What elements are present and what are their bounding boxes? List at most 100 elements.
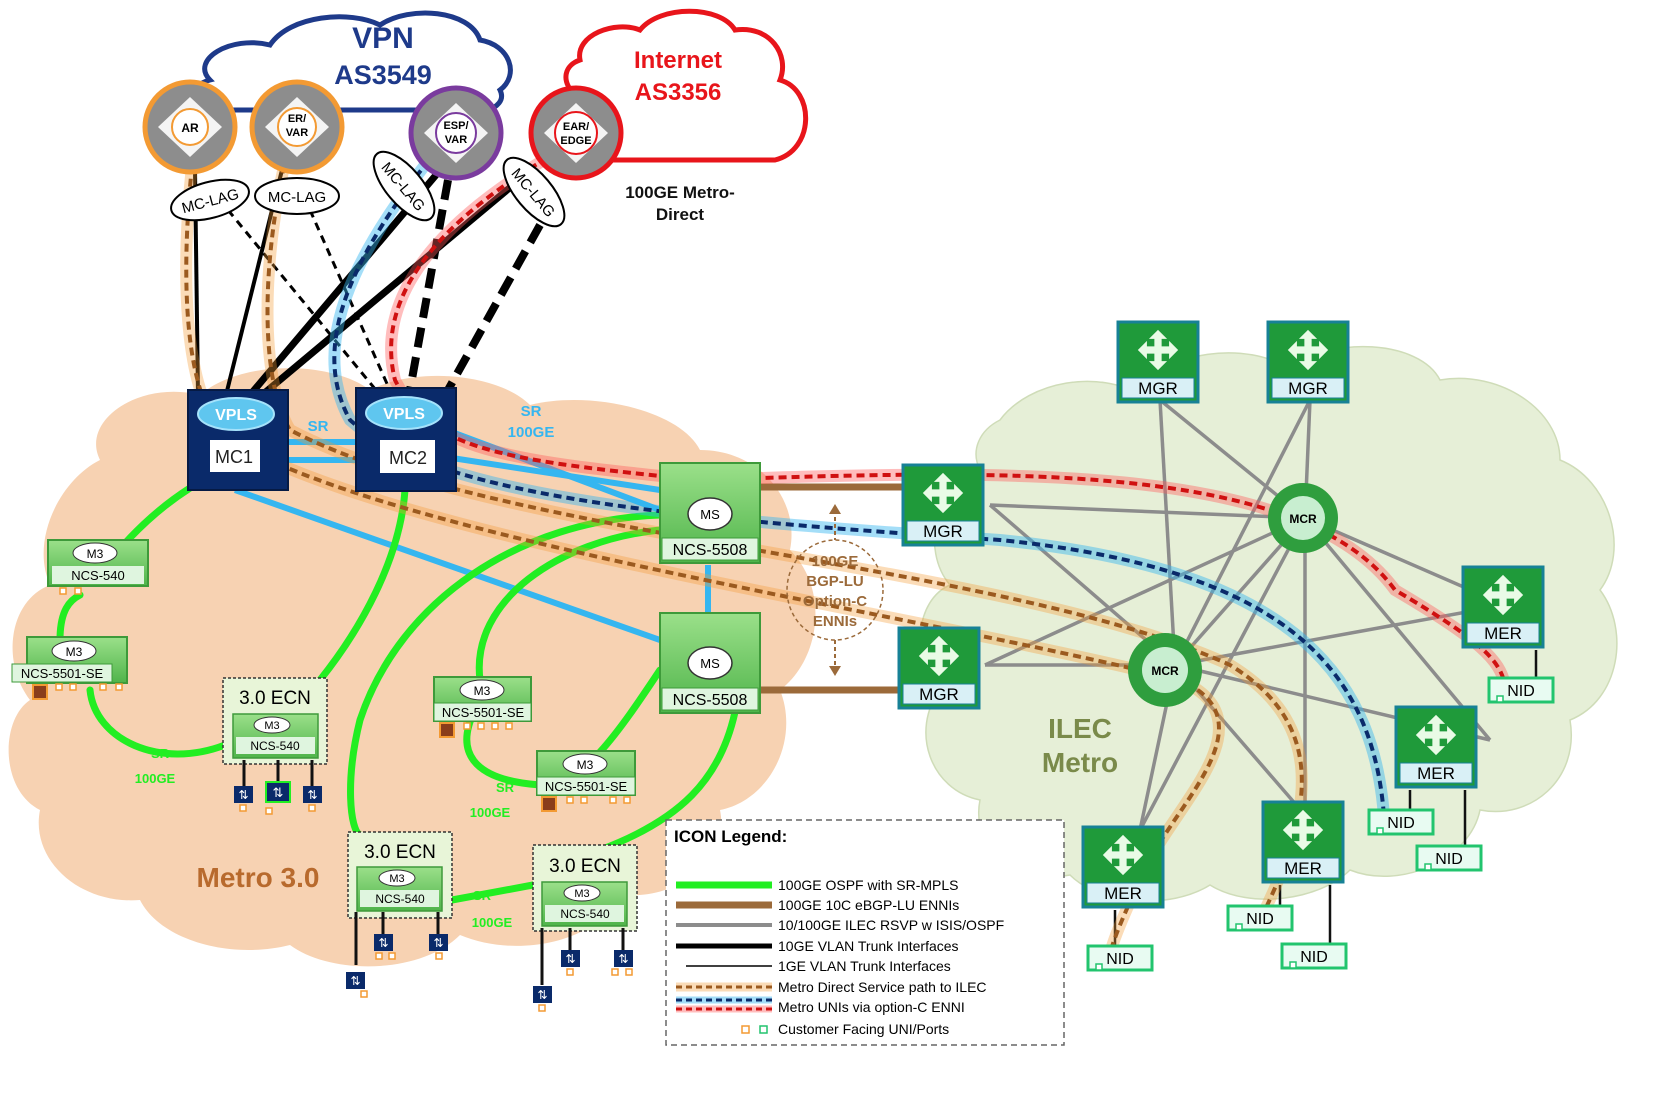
- mer-node-right-top-label: MER: [1484, 624, 1522, 643]
- mgr-node-top-right-label: MGR: [1288, 379, 1328, 398]
- svg-text:Option-C: Option-C: [803, 593, 867, 610]
- router-ar[interactable]: AR: [142, 79, 238, 175]
- svg-text:M3: M3: [264, 720, 279, 732]
- svg-text:3.0 ECN: 3.0 ECN: [364, 842, 436, 863]
- four-arrow-icon: [918, 635, 960, 677]
- legend-item-2: 100GE 10C eBGP-LU ENNIs: [778, 897, 959, 913]
- sr-label-right-2: 100GE: [508, 424, 555, 441]
- legend-swatch-uni-green: [759, 1025, 768, 1034]
- svg-text:⇅: ⇅: [565, 952, 575, 966]
- ilec-label-line1: ILEC: [1048, 713, 1112, 744]
- nid-1[interactable]: NID: [1487, 676, 1555, 704]
- svg-text:⇅: ⇅: [350, 974, 360, 988]
- router-er-label-2: VAR: [286, 127, 308, 139]
- ecn-1[interactable]: 3.0 ECN M3 NCS-540: [222, 677, 328, 765]
- node-ncs5501se-mid[interactable]: M3 NCS-5501-SE: [433, 676, 532, 738]
- sr-links: [234, 429, 711, 643]
- uni-port-icon: ⇅: [533, 986, 552, 1012]
- mer-node-right-mid-label: MER: [1417, 764, 1455, 783]
- svg-text:M3: M3: [577, 758, 594, 772]
- four-arrow-icon: [922, 472, 964, 514]
- svg-text:NCS-5501-SE: NCS-5501-SE: [545, 779, 628, 794]
- uni-port-icon: ⇅: [429, 934, 448, 960]
- uni-port-icon: ⇅: [561, 950, 580, 976]
- mc2-switch[interactable]: VPLS MC2: [355, 387, 457, 492]
- node-ncs540-left[interactable]: M3 NCS-540: [47, 539, 149, 595]
- ecn-3[interactable]: 3.0 ECN M3 NCS-540: [532, 844, 638, 932]
- mgr-node-upper[interactable]: MGR: [901, 463, 985, 547]
- svg-text:MC-LAG: MC-LAG: [268, 189, 326, 206]
- mgr-node-lower[interactable]: MGR: [897, 626, 981, 710]
- mer-node-right-mid[interactable]: MER: [1394, 705, 1478, 789]
- ge-label-b: 100GE: [470, 805, 511, 820]
- internet-as: AS3356: [635, 79, 722, 106]
- internet-title: Internet: [634, 47, 722, 74]
- mc1-vpls: VPLS: [215, 407, 257, 424]
- four-arrow-icon: [1282, 809, 1324, 851]
- ecn-1-trunks: [242, 760, 314, 787]
- router-er-var[interactable]: ER/ VAR: [249, 79, 345, 175]
- router-ear-label-2: EDGE: [560, 135, 591, 147]
- nid-2-label: NID: [1387, 815, 1415, 832]
- ncs5508-bottom[interactable]: MS NCS-5508: [659, 612, 761, 714]
- nid-2[interactable]: NID: [1367, 808, 1435, 836]
- ecn-3-trunks: [540, 928, 625, 985]
- ge-label-c: 100GE: [472, 915, 513, 930]
- uni-port-icon: ⇅: [303, 786, 322, 812]
- mcr-top[interactable]: MCR: [1268, 483, 1338, 553]
- svg-text:100GE: 100GE: [812, 553, 859, 570]
- router-er-label-1: ER/: [288, 113, 306, 125]
- sr-label-a: SR: [151, 746, 170, 761]
- ncs5508-top[interactable]: MS NCS-5508: [659, 462, 761, 564]
- vpn-as: AS3549: [334, 60, 432, 90]
- svg-text:ENNIs: ENNIs: [813, 613, 857, 630]
- ncs5508-top-ms: MS: [700, 507, 720, 522]
- svg-text:M3: M3: [474, 684, 491, 698]
- legend-item-3: 10/100GE ILEC RSVP w ISIS/OSPF: [778, 917, 1004, 933]
- node-ncs5501se-right[interactable]: M3 NCS-5501-SE: [536, 750, 636, 812]
- nid-5[interactable]: NID: [1280, 942, 1348, 970]
- mcr-top-label: MCR: [1289, 512, 1317, 526]
- mc1-switch[interactable]: VPLS MC1: [187, 389, 289, 491]
- mer-node-bottom-left[interactable]: MER: [1081, 825, 1165, 909]
- svg-text:M3: M3: [389, 873, 404, 885]
- router-esp-var[interactable]: ESP/ VAR: [408, 85, 504, 181]
- svg-text:⇅: ⇅: [618, 952, 628, 966]
- nid-3[interactable]: NID: [1415, 844, 1483, 872]
- mer-node-bottom-left-label: MER: [1104, 884, 1142, 903]
- ecn-2[interactable]: 3.0 ECN M3 NCS-540: [347, 831, 453, 919]
- uni-port-icon: ⇅: [611, 950, 633, 976]
- nid-5-label: NID: [1300, 949, 1328, 966]
- four-arrow-icon: [1102, 834, 1144, 876]
- mgr-node-top-right[interactable]: MGR: [1266, 320, 1350, 404]
- nid-6[interactable]: NID: [1086, 944, 1154, 972]
- four-arrow-icon: [1287, 329, 1329, 371]
- four-arrow-icon: [1137, 329, 1179, 371]
- svg-text:3.0 ECN: 3.0 ECN: [239, 688, 311, 709]
- router-esp-label-1: ESP/: [443, 120, 468, 132]
- legend-title: ICON Legend:: [674, 827, 787, 846]
- nid-3-label: NID: [1435, 851, 1463, 868]
- nid-6-label: NID: [1106, 951, 1134, 968]
- mer-node-bottom-mid[interactable]: MER: [1261, 800, 1345, 884]
- legend-item-8: Customer Facing UNI/Ports: [778, 1021, 949, 1037]
- svg-text:⇅: ⇅: [307, 788, 317, 802]
- mer-node-bottom-mid-label: MER: [1284, 859, 1322, 878]
- node-ncs5501se-left[interactable]: M3 NCS-5501-SE: [11, 636, 128, 700]
- svg-text:⇅: ⇅: [378, 936, 388, 950]
- mclag-oval-1: MC-LAG: [170, 178, 250, 222]
- mer-node-right-top[interactable]: MER: [1461, 565, 1545, 649]
- mgr-node-lower-label: MGR: [919, 685, 959, 704]
- svg-text:3.0 ECN: 3.0 ECN: [549, 856, 621, 877]
- sr-label-c: SR: [473, 888, 492, 903]
- svg-text:NCS-540: NCS-540: [375, 892, 425, 906]
- mcr-bottom[interactable]: MCR: [1128, 633, 1202, 707]
- sr-label-mc: SR: [308, 418, 329, 435]
- svg-text:⇅: ⇅: [273, 785, 284, 800]
- enni-label: 100GE BGP-LU Option-C ENNIs: [786, 504, 884, 676]
- svg-text:M3: M3: [87, 547, 104, 561]
- nid-4[interactable]: NID: [1226, 904, 1294, 932]
- mgr-node-top-left[interactable]: MGR: [1116, 320, 1200, 404]
- svg-text:⇅: ⇅: [537, 988, 547, 1002]
- router-ear-edge[interactable]: EAR/ EDGE: [528, 85, 624, 181]
